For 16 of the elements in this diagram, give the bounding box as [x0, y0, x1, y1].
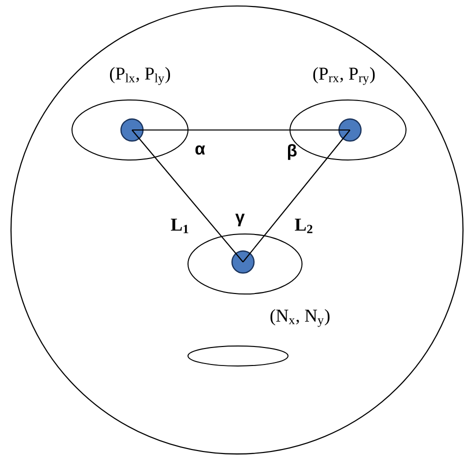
coordinate-label: (N$_{x}$, N$_{y}$) [270, 309, 330, 327]
line [242, 130, 350, 262]
dot [231, 250, 255, 274]
angle-label: γ [235, 214, 245, 226]
coordinate-label: (P$_{lx}$, P$_{ly}$) [110, 66, 170, 85]
face-outline [10, 5, 464, 455]
line [132, 129, 350, 131]
angle-label: α [195, 145, 206, 155]
edge-label: L$_{2}$ [294, 218, 312, 234]
edge-label: L$_{1}$ [170, 218, 188, 234]
coordinate-label: (P$_{rx}$, P$_{ry}$) [313, 67, 375, 85]
dot [120, 118, 144, 142]
dot [338, 118, 362, 142]
line [132, 130, 244, 262]
ellipse [188, 346, 288, 366]
angle-label: β [288, 144, 297, 160]
